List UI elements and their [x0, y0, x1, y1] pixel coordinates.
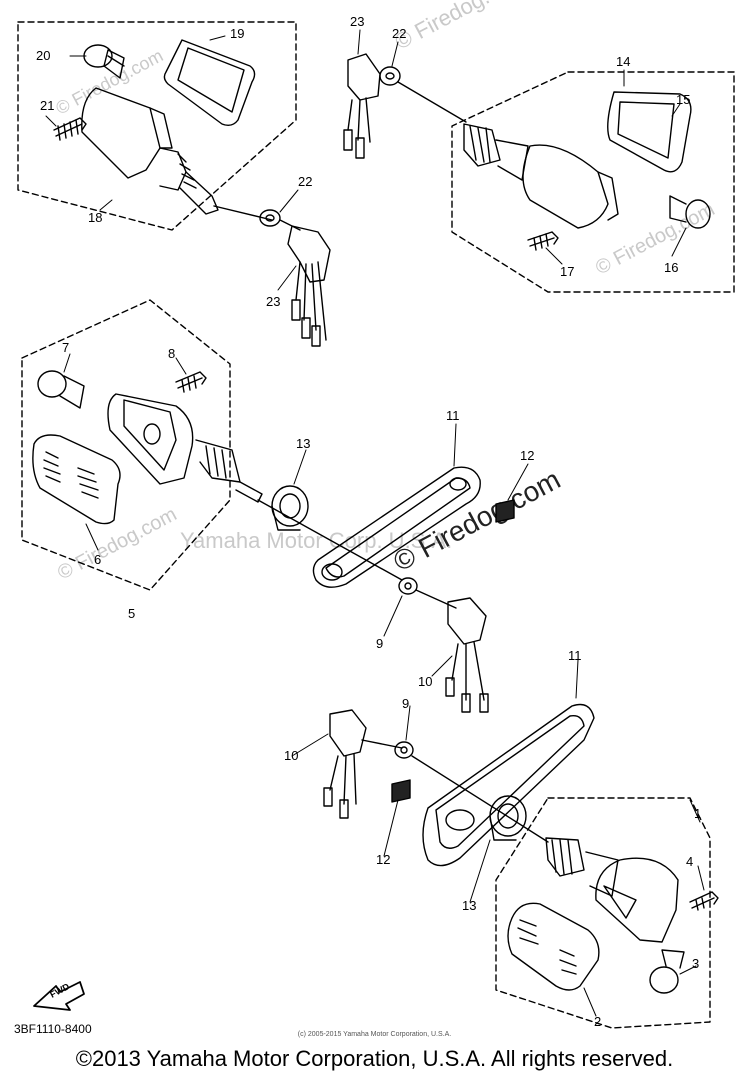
- part-label-12: 12: [376, 852, 390, 867]
- housing-18: [81, 87, 219, 215]
- part-label-10: 10: [284, 748, 298, 763]
- part-label-9: 9: [402, 696, 409, 711]
- lens-15: [607, 91, 692, 173]
- part-label-14: 14: [616, 54, 630, 69]
- watermark-firedog: © Firedog.com: [592, 198, 718, 279]
- part-label-17: 17: [560, 264, 574, 279]
- dashed-boundary-5: [21, 299, 231, 591]
- dashed-boundary-1: [495, 797, 711, 1029]
- part-label-13: 13: [462, 898, 476, 913]
- part-label-11: 11: [568, 648, 582, 663]
- part-label-22: 22: [392, 26, 406, 41]
- connector-23: [287, 225, 331, 347]
- lens-6: [32, 434, 121, 525]
- screw-17: [527, 231, 559, 251]
- dashed-boundary-18: [17, 21, 297, 231]
- connector-23: [343, 53, 381, 159]
- housing-1: [545, 837, 679, 943]
- watermark-firedog: © Firedog.com: [54, 503, 180, 584]
- dashed-boundary-14: [451, 71, 735, 293]
- part-label-15: 15: [676, 92, 690, 107]
- diagram-code: 3BF1110-8400: [14, 1022, 92, 1036]
- bulb-16: [669, 195, 711, 229]
- nut-12: [495, 499, 515, 523]
- part-label-22: 22: [298, 174, 312, 189]
- wire-1: [411, 755, 549, 843]
- part-label-3: 3: [692, 956, 699, 971]
- grommet-9: [394, 741, 414, 759]
- part-label-20: 20: [36, 48, 50, 63]
- grommet-13: [271, 485, 309, 531]
- screw-8: [175, 371, 207, 393]
- part-label-12: 12: [520, 448, 534, 463]
- part-label-8: 8: [168, 346, 175, 361]
- part-label-7: 7: [62, 340, 69, 355]
- grommet-22: [259, 209, 281, 227]
- housing-14: [463, 123, 619, 229]
- fwd-label: FWD: [48, 981, 71, 1000]
- part-label-10: 10: [418, 674, 432, 689]
- part-label-2: 2: [594, 1014, 601, 1029]
- screw-4: [689, 891, 719, 911]
- wire-14: [397, 81, 467, 123]
- lens-19: [163, 39, 256, 127]
- housing-5: [107, 393, 263, 503]
- part-label-19: 19: [230, 26, 244, 41]
- part-label-23: 23: [266, 294, 280, 309]
- part-label-23: 23: [350, 14, 364, 29]
- bulb-7: [37, 370, 85, 409]
- part-label-4: 4: [686, 854, 693, 869]
- part-label-5: 5: [128, 606, 135, 621]
- bulb-3: [649, 949, 685, 994]
- fwd-arrow-icon: [33, 981, 85, 1011]
- part-label-13: 13: [296, 436, 310, 451]
- part-label-11: 11: [446, 408, 460, 423]
- leader-lines: [45, 29, 705, 1017]
- copyright-main: ©2013 Yamaha Motor Corporation, U.S.A. A…: [75, 1046, 674, 1071]
- bracket-11: [312, 466, 481, 588]
- nut-12: [391, 779, 411, 803]
- part-label-6: 6: [94, 552, 101, 567]
- part-label-18: 18: [88, 210, 102, 225]
- grommet-22: [379, 66, 401, 86]
- part-label-21: 21: [40, 98, 54, 113]
- watermark-firedog-main: © Firedog.com: [388, 464, 565, 578]
- part-label-16: 16: [664, 260, 678, 275]
- grommet-13: [489, 795, 527, 841]
- connector-10: [445, 597, 489, 713]
- wire-18: [213, 205, 273, 221]
- part-label-1: 1: [694, 806, 701, 821]
- lens-2: [507, 902, 600, 991]
- grommet-9: [398, 577, 418, 595]
- part-label-9: 9: [376, 636, 383, 651]
- watermark-firedog: © Firedog.com: [391, 0, 530, 54]
- bracket-11: [422, 703, 595, 867]
- copyright-small: (c) 2005-2015 Yamaha Motor Corporation, …: [297, 1031, 452, 1038]
- connector-10: [323, 709, 367, 819]
